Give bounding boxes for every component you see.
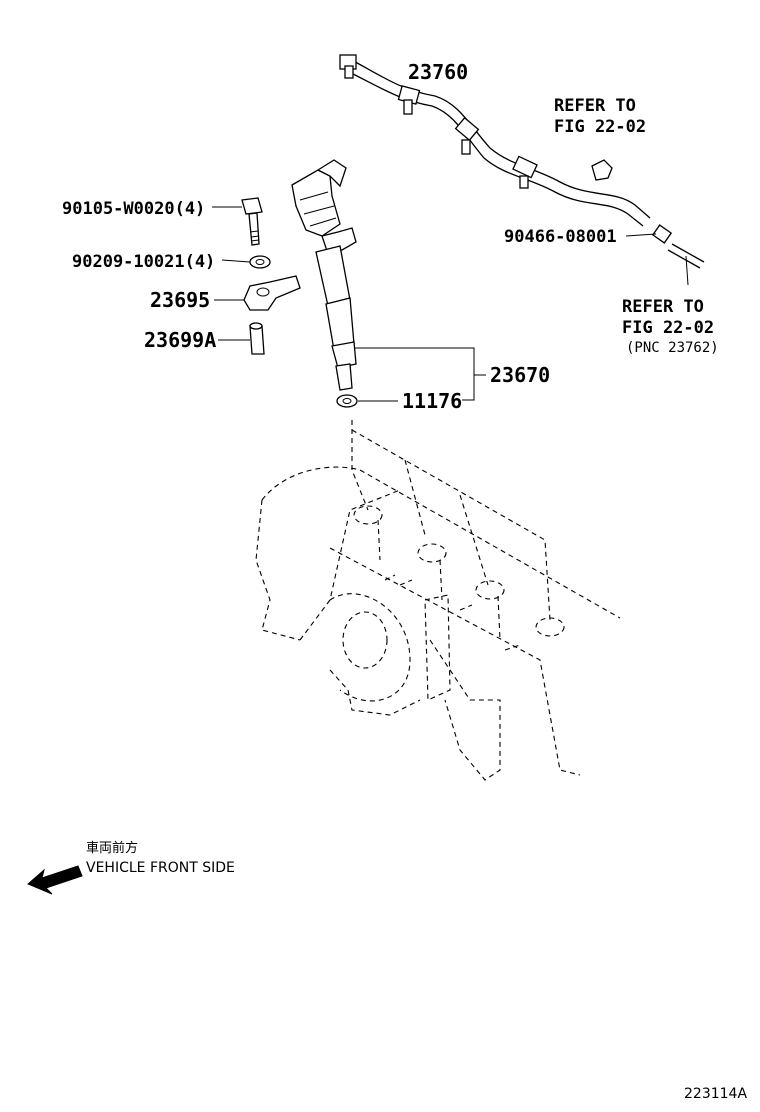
collar-23699a [249, 322, 265, 355]
refer-note-1-line2: FIG 22-02 [554, 117, 646, 137]
refer-note-2-line2: FIG 22-02 [622, 318, 714, 338]
front-arrow [27, 865, 83, 895]
alignment-lines [351, 420, 551, 621]
direction-label-japanese: 車両前方 [86, 840, 138, 856]
leakage-pipe-23760 [339, 54, 705, 286]
part-number-23695: 23695 [150, 288, 210, 312]
part-number-90209: 90209-10021(4) [72, 252, 215, 272]
part-number-90105: 90105-W0020(4) [62, 199, 205, 219]
refer-note-2-pnc: (PNC 23762) [626, 340, 719, 356]
clamp-23695 [243, 275, 301, 311]
leader-lines [212, 206, 657, 402]
figure-id: 223114A [684, 1086, 747, 1102]
injector-assembly-23670 [291, 159, 358, 408]
part-number-90466: 90466-08001 [504, 227, 617, 247]
part-number-23670: 23670 [490, 363, 550, 387]
washer-90209 [249, 255, 271, 269]
part-number-23760: 23760 [408, 60, 468, 84]
cylinder-head [255, 466, 621, 781]
direction-label-english: VEHICLE FRONT SIDE [86, 860, 235, 876]
part-number-11176: 11176 [402, 389, 462, 413]
bolt-90105 [241, 197, 263, 246]
refer-note-1-line1: REFER TO [554, 96, 636, 116]
refer-note-2-line1: REFER TO [622, 297, 704, 317]
part-number-23699a: 23699A [144, 328, 216, 352]
